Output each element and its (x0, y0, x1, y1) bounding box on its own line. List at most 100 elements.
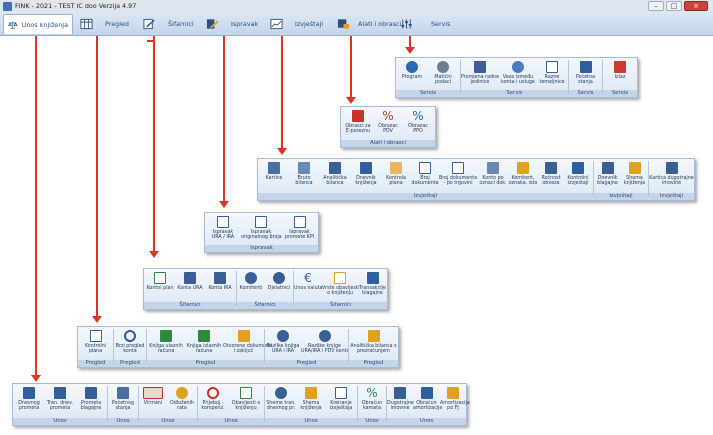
prijeboj-kompenz-button[interactable]: Prijeboj - kompenz. (198, 387, 228, 412)
tools-icon (337, 19, 350, 29)
broj-dokumenta-po-trgovini-button[interactable]: Broj dokumenta - po trgovini (439, 162, 477, 187)
dnevnik-knjizenja-button[interactable]: Dnevnik knjiženja (351, 162, 381, 187)
ispravak-ura-ira-button[interactable]: Ispravak URA / IRA (206, 216, 240, 241)
close-button[interactable]: × (684, 1, 708, 11)
e-porezna-icon (352, 110, 364, 122)
users-icon (318, 330, 331, 342)
obrasci-e-porezna-button[interactable]: Obrasci za E-poreznu (343, 110, 373, 135)
transakcije-blagajne-button[interactable]: Transakcije blagajne (358, 272, 387, 297)
shema-knjizenja-unos-button[interactable]: Shema knjiženja (297, 387, 325, 412)
komitenti-button[interactable]: Komitenti (237, 272, 265, 291)
konto-po-oznaci-button[interactable]: Konto po oznaci dok. (478, 162, 508, 187)
rocnost-obveza-button[interactable]: Ročnost obveza (538, 162, 564, 187)
group-label: Unos (198, 418, 264, 425)
ispravak-panel: Ispravak URA / IRA Ispravak originalnog … (204, 212, 319, 253)
razlike-knjige-pdv-konta-button[interactable]: Razlike knjige URA/IRA i PDV konta (301, 330, 349, 355)
izlaz-button[interactable]: Izlaz (606, 61, 634, 80)
tab-servis[interactable]: Servis (400, 14, 451, 34)
analiticka-bilanca-prezracunjem-button[interactable]: Analitička bilanca s prezračunjem (349, 330, 398, 355)
unos-group-1: Dnevnog prometa Tran. dnev. prometa Prom… (13, 384, 107, 425)
group-label: Izvještaji (649, 193, 694, 200)
group-label: Unos (358, 418, 386, 425)
pregled-group-3: Knjiga ulaznih računa Knjiga izlaznih ra… (147, 327, 272, 367)
brzi-pregled-konta-button[interactable]: Brzi pregled konta (114, 330, 146, 355)
razne-temeljnice-button[interactable]: Razne temeljnice (537, 61, 567, 86)
knjiga-ulaznih-racuna-button[interactable]: Knjiga ulaznih računa (147, 330, 185, 355)
obrazac-ppo-button[interactable]: %Obrazac PPO (408, 109, 428, 135)
kartica-dugotrajne-imovine-button[interactable]: Kartica dugotrajne imovine (649, 162, 694, 187)
virmani-button[interactable]: Virmani (139, 387, 167, 406)
dnevnik-blagajne-button[interactable]: Dnevnik blagajne (594, 162, 621, 187)
unos-valuta-button[interactable]: €Unos valuta (294, 271, 323, 291)
veza-konta-usluge-button[interactable]: Veza između konta i usluge (499, 61, 537, 86)
edit-icon (143, 18, 155, 30)
euro-icon: € (304, 271, 312, 285)
shema-knjizenja-button[interactable]: Shema knjiženja (621, 162, 648, 187)
obavijesti-o-knjizenju-button[interactable]: Obavijesti o knjiženju (228, 387, 264, 412)
kontrolni-izvjestaji-button[interactable]: Kontrolni izvještaji (564, 162, 592, 187)
odlozenih-rata-button[interactable]: Odloženih rata (167, 387, 197, 412)
document-icon (452, 162, 464, 174)
group-label: Unos (265, 418, 357, 425)
tab-ispravak[interactable]: Ispravak (206, 14, 258, 34)
kontrola-plana-button[interactable]: Kontrola plana (382, 162, 410, 187)
user-icon (305, 387, 317, 399)
broj-dokumenta-button[interactable]: Broj dokumenta (411, 162, 439, 187)
knjiga-izlaznih-racuna-button[interactable]: Knjiga izlaznih računa (185, 330, 223, 355)
percent-icon: % (366, 386, 378, 400)
promjena-radne-jedinice-button[interactable]: Promjena radne jedinice (461, 61, 499, 86)
kontni-plan-button[interactable]: Kontni plan (145, 272, 175, 291)
group-label: Pregled (114, 360, 146, 367)
minimize-button[interactable]: – (648, 1, 664, 11)
register-icon (601, 162, 614, 174)
sheme-tran-dnevnog-button[interactable]: Sheme tran. dnevnog pr. (265, 387, 297, 412)
tab-alati-i-obrasci[interactable]: Alati i obrasci (337, 14, 401, 34)
razlike-knjiga-ura-ira-button[interactable]: Razlike knjiga URA i IRA (265, 330, 301, 355)
safe-icon (366, 272, 379, 284)
otvorene-dokumenti-button[interactable]: Otvorene dokumenti i zaključ (223, 330, 272, 355)
konta-ira-button[interactable]: Konta IRA (205, 272, 235, 291)
pregled-group-2: Brzi pregled konta Pregled (114, 327, 146, 367)
program-button[interactable]: Program (398, 61, 426, 80)
pocetnog-stanja-button[interactable]: Početnog stanja (108, 387, 138, 412)
ispravak-originalnog-broja-button[interactable]: Ispravak originalnog broja (241, 216, 282, 241)
user-icon (517, 162, 529, 174)
servis-panel: Program Matični podaci Servis Promjena r… (395, 57, 638, 98)
komitent-oznaka-button[interactable]: Komitent, oznaka, isto (508, 162, 538, 187)
konta-ura-button[interactable]: Konta URA (175, 272, 205, 291)
home-icon (329, 162, 341, 174)
tab-unos-knjizenja[interactable]: Unos knjiženja (3, 14, 73, 34)
unos-group-4: Prijeboj - kompenz. Obavijesti o knjižen… (198, 384, 264, 425)
kartice-button[interactable]: Kartice (260, 162, 288, 181)
dugotrajne-imovine-button[interactable]: Dugotrajne imovine (387, 387, 414, 412)
vrste-obavijesti-button[interactable]: Vrste obavijesti o knjiženju (322, 272, 359, 297)
amortizacija-po-fj-button[interactable]: Amortizacija po FJ (440, 387, 470, 412)
obracun-amortizacije-button[interactable]: Obračun amortizacije (413, 387, 442, 412)
tab-izvjestaji[interactable]: Izvještaji (270, 14, 323, 34)
bruto-bilanca-button[interactable]: Bruto bilanca (290, 162, 318, 187)
kreiranje-izvjestaja-button[interactable]: Kreiranje izvještaja (325, 387, 357, 412)
tab-pregled[interactable]: Pregled (80, 14, 129, 34)
pregled-group-1: Kontrolni plana Pregled (78, 327, 113, 367)
analiticka-bilanca-button[interactable]: Analitička bilanca (320, 162, 350, 187)
prometa-blagajne-button[interactable]: Prometa blagajne (76, 387, 106, 412)
kontrolni-plana-button[interactable]: Kontrolni plana (80, 330, 111, 355)
djelatnici-button[interactable]: Djelatnici (265, 272, 293, 291)
coins-icon (367, 330, 380, 342)
obracun-kamata-button[interactable]: %Obračun kamata (361, 386, 383, 412)
maticni-podaci-button[interactable]: Matični podaci (428, 61, 458, 86)
tab-label: Ispravak (231, 20, 259, 28)
obrazac-pdv-button[interactable]: %Obrazac PDV (378, 109, 398, 135)
separator (357, 386, 358, 423)
document-icon (390, 162, 402, 174)
pocetna-stanja-button[interactable]: Početna stanja (570, 61, 601, 86)
group-label: Šifarnici (294, 302, 387, 309)
unos-group-3: Virmani Odloženih rata Unos (139, 384, 197, 425)
arrow-pregled (92, 36, 102, 323)
ispravak-promete-kpi-button[interactable]: Ispravak promete KPI (282, 216, 317, 241)
dnevnog-prometa-button[interactable]: Dnevnog prometa (14, 387, 44, 412)
maximize-button[interactable]: □ (666, 1, 682, 11)
tran-dnev-prometa-button[interactable]: Tran. dnev. prometa (44, 387, 76, 412)
tab-sifarnici[interactable]: Šifarnici (143, 14, 194, 34)
arrow-ispravak (219, 36, 229, 208)
